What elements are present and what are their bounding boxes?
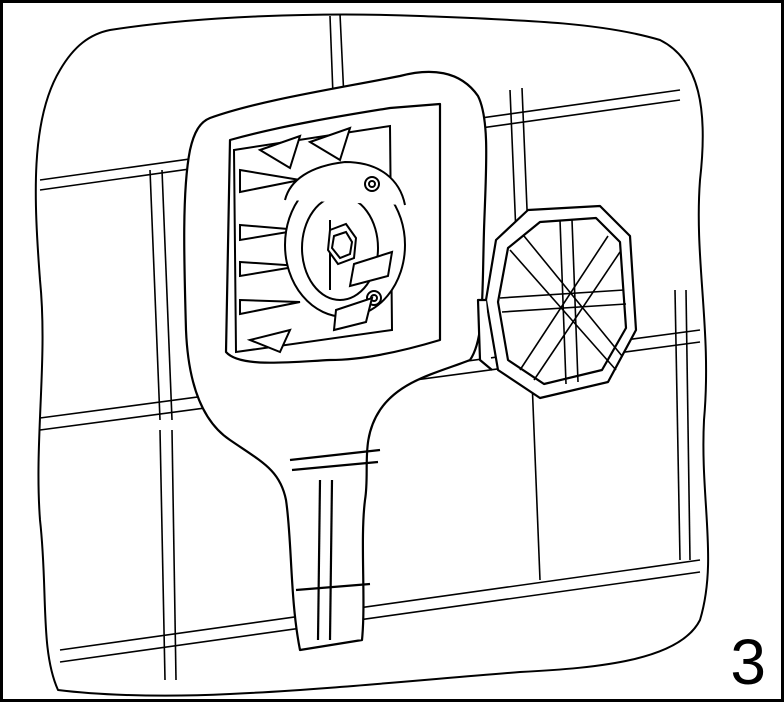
hex-socket-icon	[326, 222, 358, 266]
octagonal-cover-icon	[476, 204, 638, 400]
step-number: 3	[730, 626, 766, 698]
junction-box-icon	[232, 124, 406, 354]
